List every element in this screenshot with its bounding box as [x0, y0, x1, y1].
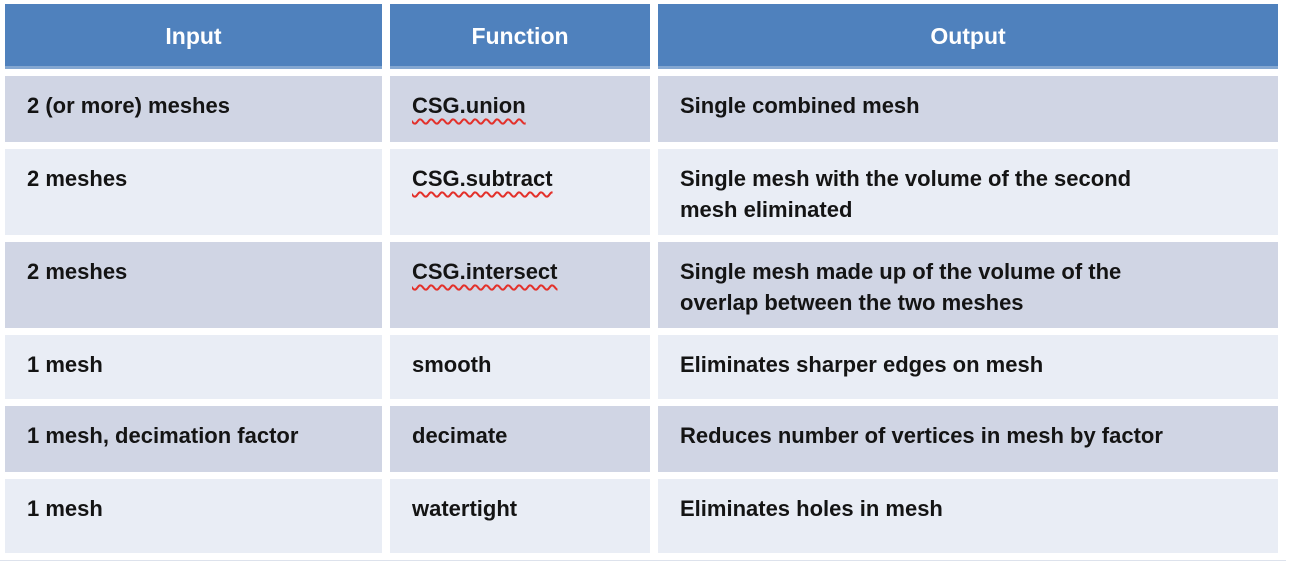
function-name: decimate	[412, 423, 508, 448]
cell-function: CSG.subtract	[390, 149, 650, 235]
cell-output: Eliminates sharper edges on mesh	[658, 335, 1278, 399]
cell-input: 1 mesh	[5, 479, 382, 553]
function-name-with-spellcheck-underline: CSG.union	[412, 93, 526, 118]
cell-input: 2 meshes	[5, 149, 382, 235]
cell-output: Single combined mesh	[658, 76, 1278, 142]
cell-output: Single mesh with the volume of the secon…	[658, 149, 1278, 235]
table-row: 1 mesh smooth Eliminates sharper edges on …	[5, 335, 1278, 399]
header-row: Input Function Output	[5, 4, 1278, 69]
table-row: 1 mesh, decimation factor decimate Reduces…	[5, 406, 1278, 472]
cell-function: watertight	[390, 479, 650, 553]
cell-function: smooth	[390, 335, 650, 399]
cell-input: 1 mesh, decimation factor	[5, 406, 382, 472]
function-name-with-spellcheck-underline: CSG.subtract	[412, 166, 553, 191]
cell-function: CSG.union	[390, 76, 650, 142]
cell-output: Single mesh made up of the volume of the…	[658, 242, 1278, 328]
table-row: 1 mesh watertight Eliminates holes in mesh	[5, 479, 1278, 553]
table-row: 2 meshes CSG.intersect Single mesh made up…	[5, 242, 1278, 328]
cell-output: Reduces number of vertices in mesh by fa…	[658, 406, 1278, 472]
cell-input: 1 mesh	[5, 335, 382, 399]
function-name: watertight	[412, 496, 518, 521]
cell-function: decimate	[390, 406, 650, 472]
function-name: smooth	[412, 352, 492, 377]
cell-output: Eliminates holes in mesh	[658, 479, 1278, 553]
cell-input: 2 (or more) meshes	[5, 76, 382, 142]
column-header-input: Input	[5, 4, 382, 69]
table-row: 2 meshes CSG.subtract Single mesh with the…	[5, 149, 1278, 235]
function-name-with-spellcheck-underline: CSG.intersect	[412, 259, 558, 284]
column-header-output: Output	[658, 4, 1278, 69]
cell-input: 2 meshes	[5, 242, 382, 328]
table-row: 2 (or more) meshes CSG.union Single combin…	[5, 76, 1278, 142]
cell-function: CSG.intersect	[390, 242, 650, 328]
column-header-function: Function	[390, 4, 650, 69]
